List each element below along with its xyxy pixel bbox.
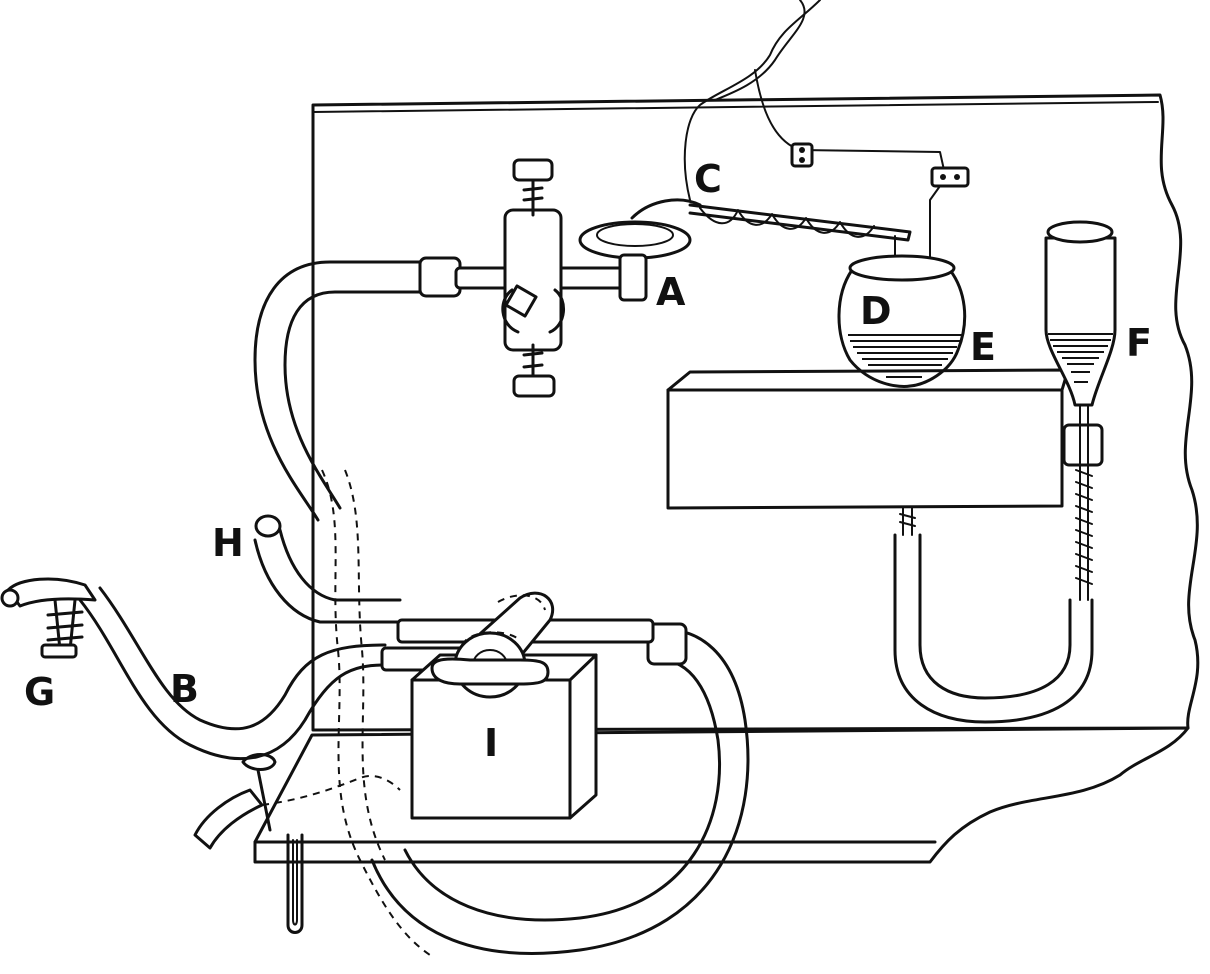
reservoir-f-rim bbox=[1046, 220, 1114, 244]
label-b: B bbox=[170, 667, 199, 711]
clamp-knob-bottom bbox=[512, 374, 556, 398]
label-d: D bbox=[860, 289, 892, 333]
lower-loop-collar bbox=[646, 622, 688, 666]
terminal-1-dot-top bbox=[799, 147, 805, 153]
fitting-a-disc-inner bbox=[596, 223, 674, 247]
hose-h-outer bbox=[253, 538, 402, 624]
shelf-box bbox=[666, 388, 1064, 510]
valve-roller-dashes bbox=[461, 594, 546, 646]
u-tube-outer bbox=[893, 533, 1094, 724]
clamp-nut bbox=[504, 284, 538, 318]
terminal-1-dot-bottom bbox=[799, 157, 805, 163]
fitting-a-disc bbox=[578, 220, 692, 260]
hose-h-opening bbox=[254, 514, 282, 538]
upper-hose-inner bbox=[283, 290, 457, 510]
shelf-clamp-rod bbox=[256, 768, 272, 832]
spring-coils bbox=[1075, 469, 1093, 585]
hidden-tube-outer bbox=[321, 469, 431, 956]
hidden-branch bbox=[261, 774, 401, 806]
lower-loop-inner bbox=[403, 658, 721, 922]
nozzle-g-knob bbox=[40, 643, 78, 659]
box-screw bbox=[899, 507, 916, 536]
hose-h-inner bbox=[278, 528, 402, 602]
label-f: F bbox=[1126, 321, 1152, 365]
wire-twist-a bbox=[683, 0, 821, 201]
label-a: A bbox=[656, 270, 686, 314]
hanging-loop bbox=[286, 833, 304, 934]
vessel-d bbox=[837, 268, 967, 388]
coil-c-loops bbox=[699, 207, 875, 238]
label-h: H bbox=[212, 521, 244, 565]
lower-loop-outer bbox=[370, 627, 750, 955]
upper-hose-outer bbox=[253, 260, 457, 522]
upper-hose-collar bbox=[418, 256, 462, 298]
valve-handle bbox=[430, 657, 550, 686]
nozzle-g-tip bbox=[0, 588, 20, 608]
valve-block bbox=[410, 653, 598, 820]
terminal-2 bbox=[930, 166, 970, 188]
label-c: C bbox=[694, 157, 722, 201]
nozzle-g-screw bbox=[46, 598, 84, 652]
backboard-top-edge bbox=[312, 101, 1159, 113]
vessel-d-rim bbox=[848, 254, 956, 282]
hose-b-inner bbox=[98, 586, 387, 731]
clamp-screw-bottom bbox=[522, 343, 544, 382]
reservoir-f-liquid bbox=[1048, 333, 1113, 383]
terminal-2-dot-right bbox=[954, 174, 960, 180]
fitting-a-stem bbox=[618, 253, 648, 302]
nozzle-g bbox=[6, 577, 97, 608]
terminal-1 bbox=[790, 142, 814, 168]
reservoir-f bbox=[1044, 236, 1117, 407]
clamp-knob-top bbox=[512, 158, 554, 182]
shelf-clamp-handle bbox=[193, 788, 264, 850]
wire-twist-b bbox=[714, 0, 806, 101]
hidden-tube-inner bbox=[344, 469, 386, 861]
hose-b-outer bbox=[78, 598, 387, 761]
label-i: I bbox=[484, 721, 498, 765]
terminal-2-dot-left bbox=[940, 174, 946, 180]
label-e: E bbox=[970, 325, 996, 369]
reservoir-f-clip bbox=[1062, 423, 1104, 467]
u-tube-inner bbox=[918, 533, 1072, 700]
label-g: G bbox=[24, 670, 55, 714]
coil-c-lead bbox=[630, 198, 702, 220]
hanging-loop-inner bbox=[292, 839, 298, 926]
clamp-screw-top bbox=[522, 176, 544, 217]
clamp-jaw bbox=[501, 288, 565, 334]
